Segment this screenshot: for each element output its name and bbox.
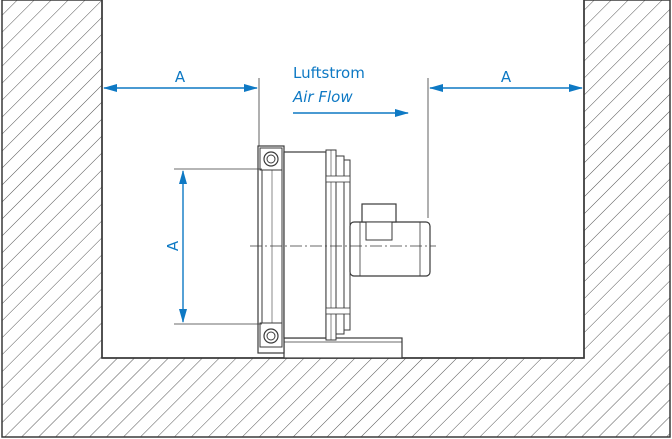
- electric-motor-icon: [349, 203, 431, 277]
- mounting-base: [283, 337, 403, 359]
- top-port-icon: [259, 147, 283, 171]
- airflow-label: Luftstrom: [293, 64, 365, 82]
- airflow-label-en: Air Flow: [292, 88, 353, 106]
- dimension-label-vertical: A: [164, 240, 182, 251]
- fan-housing: [283, 149, 351, 341]
- dimension-label-right: A: [501, 68, 512, 86]
- bottom-port-icon: [259, 322, 283, 348]
- dimension-label-left: A: [175, 68, 186, 86]
